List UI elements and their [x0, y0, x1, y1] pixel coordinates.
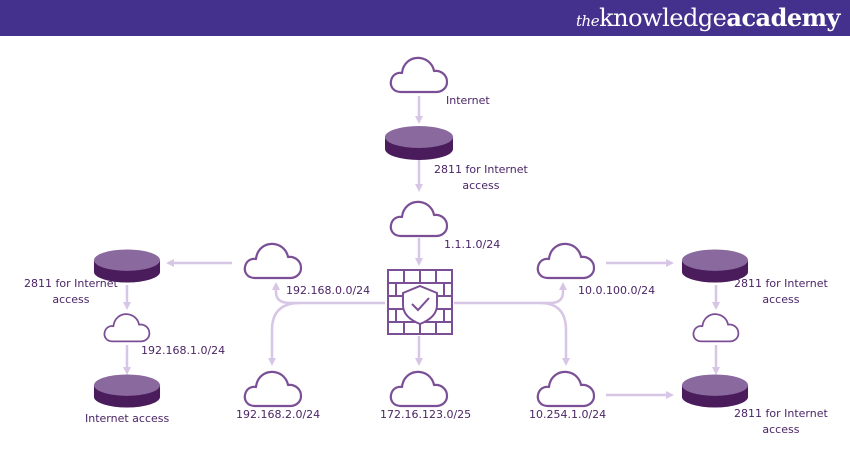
cloud-icon: [243, 242, 303, 280]
cloud-icon: [389, 200, 449, 238]
checkmark-icon: [411, 297, 430, 312]
cloud-icon: [103, 313, 151, 343]
connector-firewall-left-bottom: [268, 301, 301, 366]
router-icon: [93, 374, 161, 408]
label-right-cloud-top: 10.0.100.0/24: [578, 284, 656, 297]
label-left-cloud-bottom: 192.168.2.0/24: [236, 408, 321, 421]
cloud-icon: [389, 56, 449, 94]
connectors: [123, 96, 720, 399]
cloud-icon: [692, 313, 740, 343]
cloud-icon: [536, 370, 596, 408]
label-edge-cloud: 1.1.1.0/24: [444, 238, 501, 251]
firewall-icon: [387, 269, 453, 335]
cloud-icon: [389, 370, 449, 408]
label-right-cloud-bottom: 10.254.1.0/24: [529, 408, 607, 421]
label-left-cloud-top: 192.168.0.0/24: [286, 284, 371, 297]
label-left-small-cloud: 192.168.1.0/24: [141, 344, 226, 357]
network-diagram: [93, 56, 749, 408]
header-bar: theknowledgeacademy: [0, 0, 850, 36]
router-icon: [385, 126, 453, 160]
router-icon: [681, 374, 749, 408]
cloud-icon: [536, 242, 596, 280]
label-left-bottom-router: Internet access: [85, 412, 170, 425]
label-internet: Internet: [446, 94, 490, 107]
brand-logo: theknowledgeacademy: [576, 3, 840, 32]
connector-firewall-right-top: [454, 282, 567, 305]
label-center-cloud-bottom: 172.16.123.0/25: [380, 408, 472, 421]
cloud-icon: [243, 370, 303, 408]
connector-firewall-right-bottom: [539, 301, 570, 366]
